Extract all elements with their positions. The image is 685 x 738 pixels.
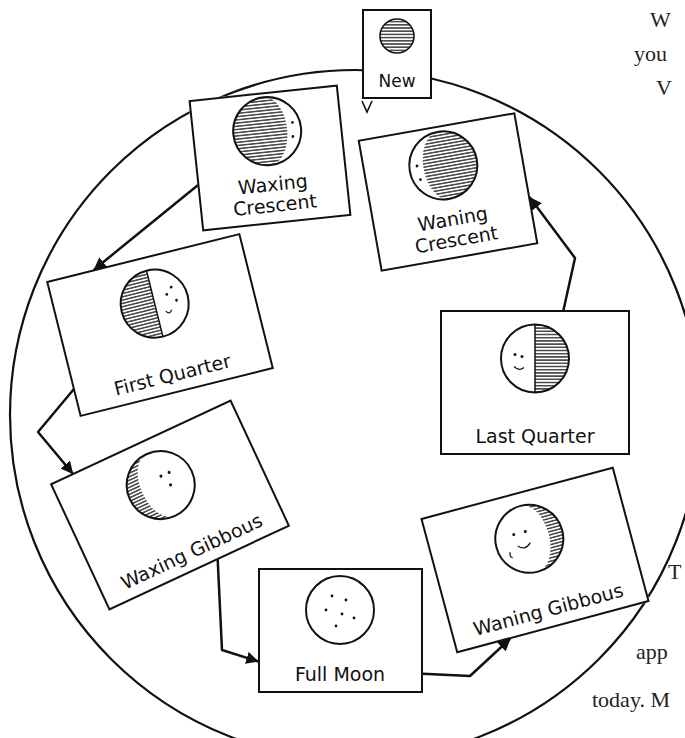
first-quarter-moon xyxy=(113,262,195,344)
crater-dot xyxy=(341,613,344,616)
new-moon xyxy=(380,19,414,53)
page-text-fragment: T xyxy=(668,560,681,584)
moon-dark xyxy=(501,325,569,393)
card-ground xyxy=(440,310,630,455)
crater-dot xyxy=(419,178,422,181)
phase-card: Waning Gibbous xyxy=(420,467,649,654)
face-eye xyxy=(523,530,527,534)
crater-dot xyxy=(169,483,173,487)
moon-dark xyxy=(113,262,195,344)
moon-dark xyxy=(488,497,571,580)
phase-card: Waxing Crescent xyxy=(189,85,352,232)
moon-outline xyxy=(501,325,569,393)
card-ground xyxy=(50,399,290,610)
card-ground xyxy=(46,233,274,417)
first-quarter-card xyxy=(46,233,274,417)
crater-dot xyxy=(345,599,348,602)
phase-name: Waning Gibbous xyxy=(471,580,626,640)
phase-card: Waning Crescent xyxy=(358,112,539,272)
waning-crescent-moon xyxy=(404,126,483,205)
phase-name: Last Quarter xyxy=(475,426,594,447)
waning-crescent-card xyxy=(358,112,539,272)
waxing-gibbous-card xyxy=(50,399,290,610)
phase-card: Waxing Gibbous xyxy=(50,399,290,610)
waxing-crescent-card xyxy=(189,85,352,232)
crater-dot xyxy=(415,164,418,167)
moon-disc xyxy=(380,19,414,53)
page-text-fragment: you xyxy=(634,42,667,66)
phase-card: First Quarter xyxy=(46,233,274,417)
crater-dot xyxy=(291,135,294,138)
page-text-fragment: W xyxy=(650,8,671,32)
crater-dot xyxy=(165,293,168,296)
waxing-crescent-moon xyxy=(230,94,305,169)
phase-name: First Quarter xyxy=(112,350,233,399)
crater-dot xyxy=(169,285,172,288)
check-mark xyxy=(362,101,372,112)
crater-dot xyxy=(353,617,356,620)
card-ground xyxy=(420,467,649,654)
moon-lit xyxy=(264,94,305,165)
waning-gibbous-moon xyxy=(488,497,571,580)
cycle-circle xyxy=(10,70,685,738)
face-smile xyxy=(514,367,524,370)
phase-name: New xyxy=(378,72,415,91)
new-card xyxy=(362,9,432,99)
face-eye xyxy=(512,533,516,537)
phase-card: Full Moon xyxy=(258,568,423,693)
moon-disc xyxy=(306,576,374,644)
waning-gibbous-card xyxy=(420,467,649,654)
phase-arrow xyxy=(218,560,258,661)
full-moon-card xyxy=(258,568,423,693)
phase-name: Full Moon xyxy=(295,664,385,685)
face-tear xyxy=(509,552,512,558)
moon-outline xyxy=(404,126,483,205)
phase-name: Waxing Gibbous xyxy=(118,510,266,594)
face-eye xyxy=(521,355,524,358)
terminator-line xyxy=(534,325,536,393)
phase-arrow xyxy=(38,390,73,473)
full-moon xyxy=(306,576,374,644)
card-ground xyxy=(189,85,352,232)
moon-outline xyxy=(116,440,206,530)
moon-dark xyxy=(116,440,206,530)
phase-name: Waning Crescent xyxy=(380,196,529,262)
crater-dot xyxy=(159,474,163,478)
last-quarter-moon xyxy=(501,325,569,393)
phase-card: Last Quarter xyxy=(440,310,630,455)
page-text-fragment: today. M xyxy=(592,688,670,712)
moon-outline xyxy=(488,497,571,580)
crater-dot xyxy=(335,625,338,628)
card-ground xyxy=(362,9,432,99)
phase-name: Waxing Crescent xyxy=(205,167,343,223)
card-ground xyxy=(258,568,423,693)
terminator-line xyxy=(146,271,162,337)
moon-dark xyxy=(404,126,483,205)
crater-dot xyxy=(325,609,328,612)
moon-dark xyxy=(230,94,305,169)
face-eye xyxy=(514,353,517,356)
moon-lit xyxy=(501,325,535,393)
face-smile xyxy=(518,543,531,550)
crater-dot xyxy=(331,595,334,598)
page-text-fragment: V xyxy=(656,76,672,100)
waxing-gibbous-moon xyxy=(116,440,206,530)
phase-arrow xyxy=(530,198,575,310)
moon-outline xyxy=(230,94,305,169)
crater-dot xyxy=(167,470,171,474)
phase-arrow xyxy=(95,186,198,270)
phase-card: New xyxy=(362,9,432,99)
page-text-fragment: app xyxy=(636,640,668,664)
crater-dot xyxy=(291,121,294,124)
crater-dot xyxy=(175,299,178,302)
moon-mark xyxy=(166,310,172,314)
card-ground xyxy=(358,112,539,272)
last-quarter-card xyxy=(440,310,630,455)
phase-arrow xyxy=(423,639,510,676)
moon-outline xyxy=(113,262,195,344)
